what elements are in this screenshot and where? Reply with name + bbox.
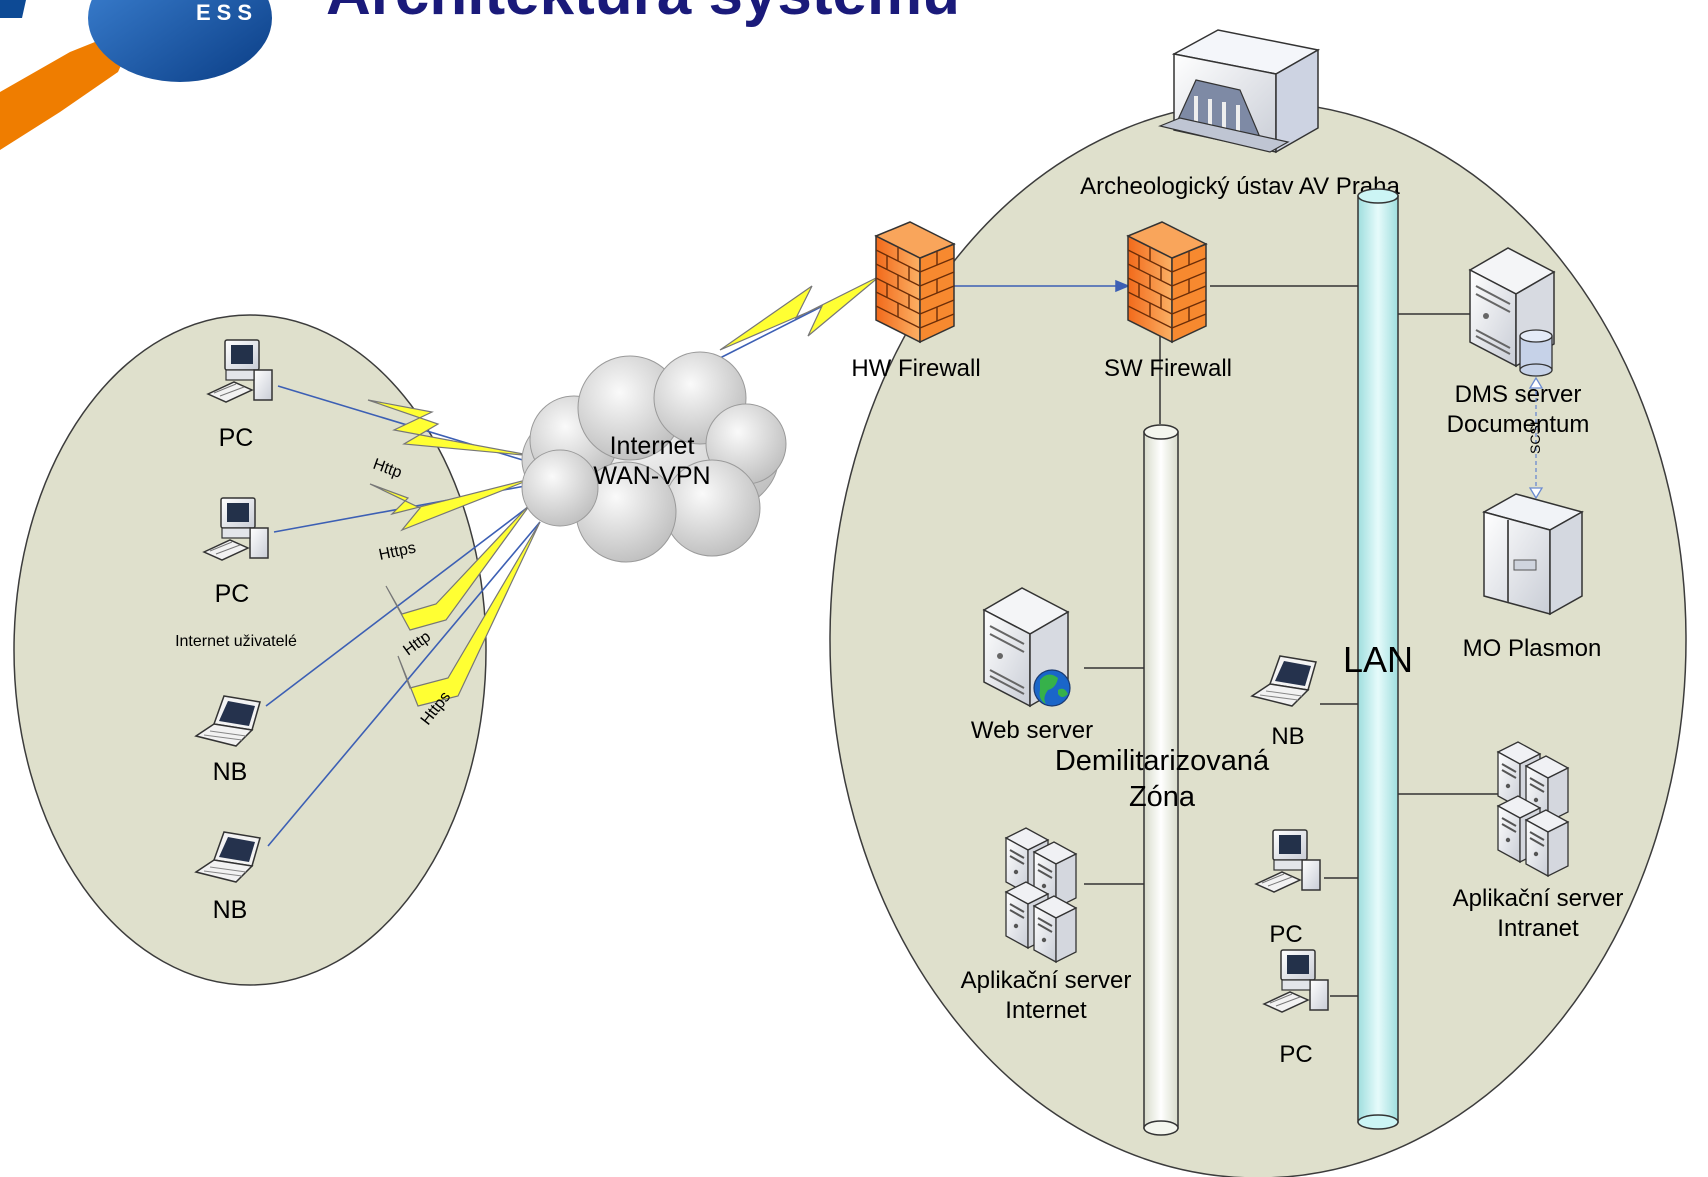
cloud-icon[interactable] <box>521 351 787 563</box>
institution-building-icon <box>1158 29 1321 154</box>
logo: ESS <box>0 0 272 150</box>
mo-plasmon-icon[interactable] <box>1482 493 1584 616</box>
dmz-label-2: Zóna <box>1129 781 1196 813</box>
hw-firewall-label: HW Firewall <box>851 355 980 382</box>
dms-server-icon[interactable] <box>1469 247 1555 377</box>
device-label-nb1: NB <box>213 758 248 786</box>
internet-users-label: Internet uživatelé <box>175 633 297 650</box>
app-server-intranet-label-1: Aplikační server <box>1453 885 1624 912</box>
lan-client-label-nb: NB <box>1271 723 1304 750</box>
dms-server-label-1: DMS server <box>1455 381 1582 408</box>
lan-label: LAN <box>1343 639 1413 680</box>
dmz-pipe <box>1143 424 1179 1136</box>
institution-label: Archeologický ústav AV Praha <box>1080 173 1400 200</box>
link-nb2 <box>267 521 541 847</box>
device-label-nb2: NB <box>213 896 248 924</box>
page-title: Architektura systému <box>326 0 960 28</box>
hw-firewall-icon[interactable] <box>875 221 955 343</box>
mo-plasmon-label: MO Plasmon <box>1463 635 1602 662</box>
logo-blue-globe <box>88 0 272 82</box>
dmz-label-1: Demilitarizovaná <box>1055 745 1270 777</box>
device-label-pc2: PC <box>215 580 250 608</box>
link-nb1 <box>265 503 533 707</box>
internet-users-zone <box>13 314 487 986</box>
app-server-internet-icon[interactable] <box>1005 827 1077 963</box>
cloud-label-line2: WAN-VPN <box>593 462 710 490</box>
web-server-icon[interactable] <box>983 587 1071 707</box>
lan-client-label-pc2: PC <box>1279 1041 1312 1068</box>
web-server-label: Web server <box>971 717 1093 744</box>
sw-firewall-icon[interactable] <box>1127 221 1207 343</box>
logo-orange-swoosh <box>0 24 140 150</box>
logo-letter-shape <box>0 0 26 18</box>
dms-server-label-2: Documentum <box>1447 411 1590 438</box>
bolt-nb2 <box>397 521 541 707</box>
device-label-pc1: PC <box>219 424 254 452</box>
bolt-cloud-hwfw <box>719 275 881 351</box>
logo-text: ESS <box>196 0 258 25</box>
app-server-intranet-label-2: Intranet <box>1497 915 1579 942</box>
scsi-link <box>1528 376 1544 500</box>
sw-firewall-label: SW Firewall <box>1104 355 1232 382</box>
app-server-internet-label-2: Internet <box>1005 997 1087 1024</box>
lan-client-label-pc1: PC <box>1269 921 1302 948</box>
app-server-intranet-icon[interactable] <box>1497 741 1569 877</box>
cloud-label-line1: Internet <box>610 432 695 460</box>
scsi-label: SCSI <box>1527 421 1543 454</box>
app-server-internet-label-1: Aplikační server <box>961 967 1132 994</box>
wireless-bolts <box>367 275 881 707</box>
lan-pipe <box>1357 188 1399 1130</box>
